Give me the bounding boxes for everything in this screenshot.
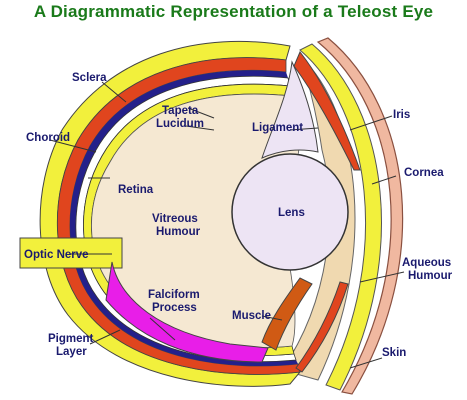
label-skin: Skin <box>382 347 406 359</box>
label-vitreous: Vitreous <box>152 213 198 225</box>
label-vitreous-humour: Humour <box>156 226 201 238</box>
label-muscle: Muscle <box>232 310 271 322</box>
label-lens: Lens <box>278 207 305 219</box>
label-optic-nerve: Optic Nerve <box>24 249 89 261</box>
label-retina: Retina <box>118 184 154 196</box>
label-aqueous: Aqueous <box>402 257 451 269</box>
label-cornea: Cornea <box>404 167 444 179</box>
label-choroid: Choroid <box>26 132 70 144</box>
label-iris: Iris <box>393 109 410 121</box>
label-process: Process <box>152 302 197 314</box>
label-tapeta: Tapeta <box>162 105 199 117</box>
label-pigment: Pigment <box>48 333 94 345</box>
label-lucidum: Lucidum <box>156 118 204 130</box>
label-ligament: Ligament <box>252 122 303 134</box>
label-sclera: Sclera <box>72 72 107 84</box>
label-aqueous-humour: Humour <box>408 270 453 282</box>
label-falciform: Falciform <box>148 289 200 301</box>
label-pigment-layer: Layer <box>56 346 87 358</box>
